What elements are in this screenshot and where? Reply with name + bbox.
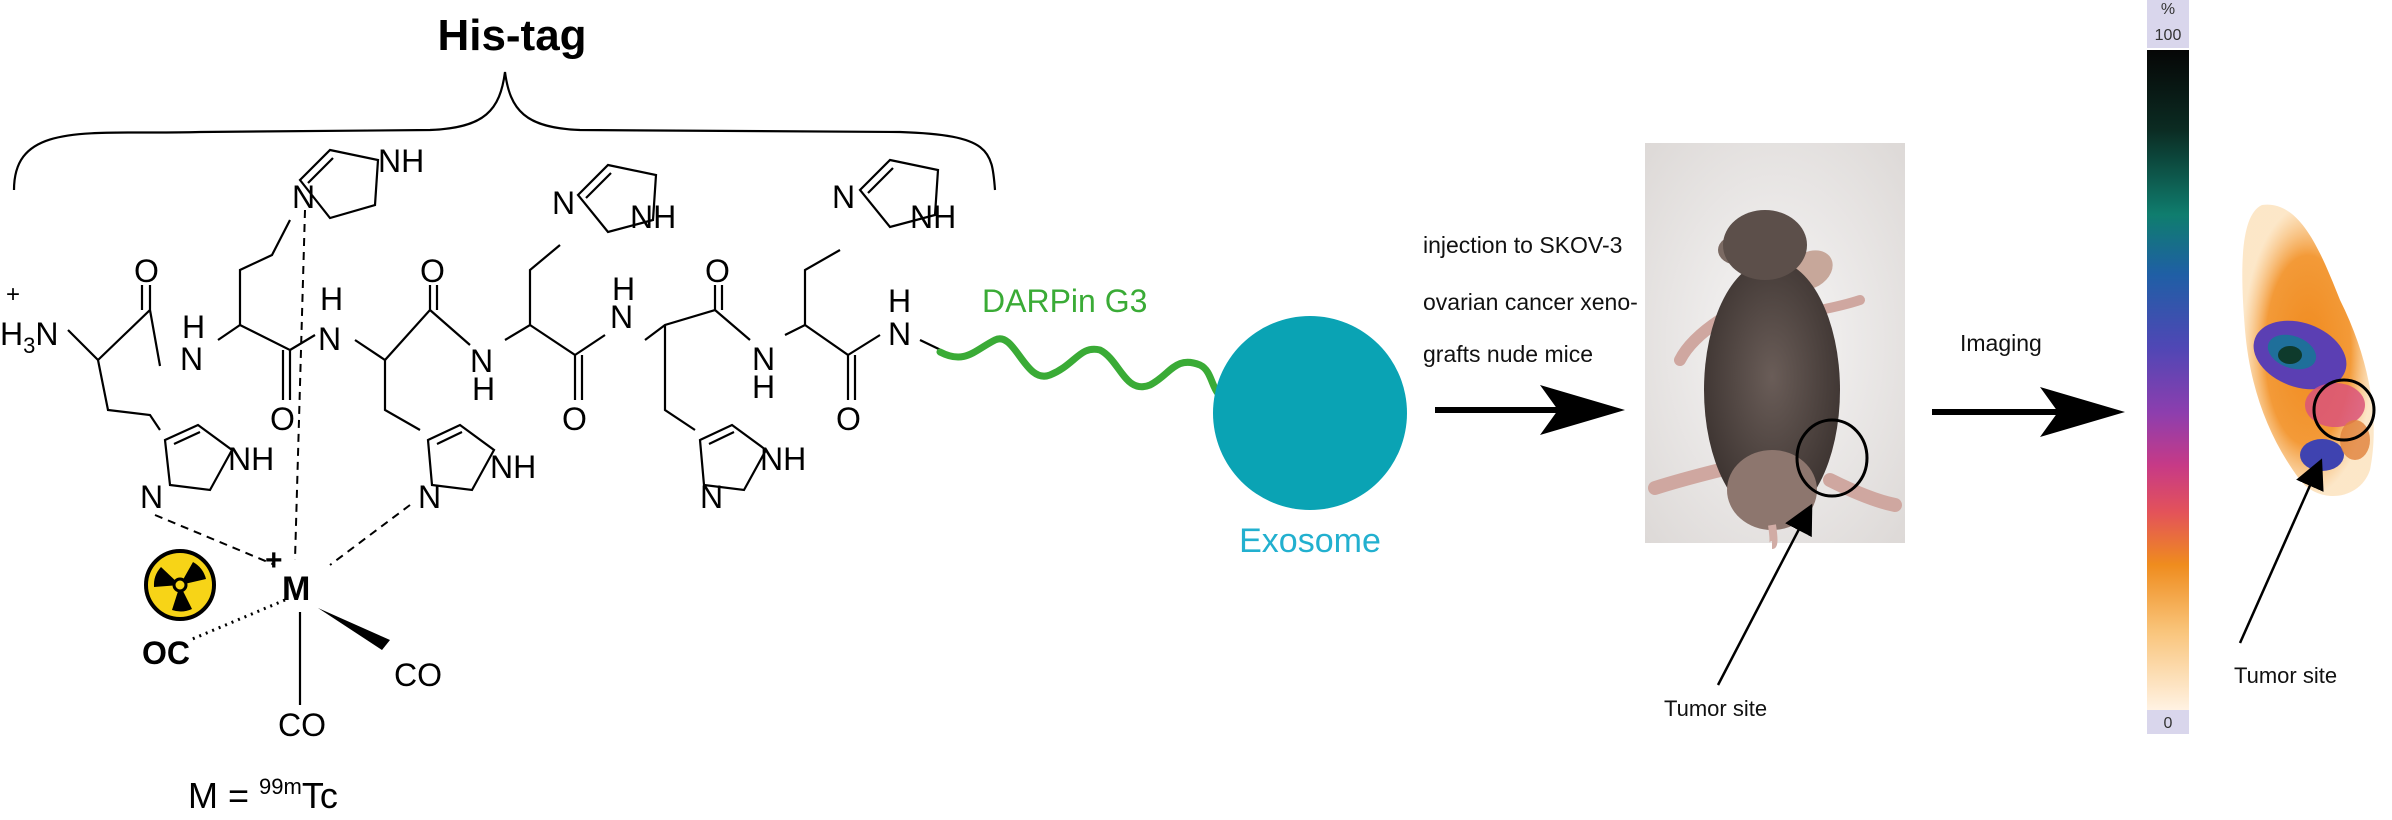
exosome-label: Exosome xyxy=(1239,522,1381,560)
ring-nh: NH xyxy=(760,441,806,477)
imaging-label: Imaging xyxy=(1960,330,2042,356)
metal-charge: + xyxy=(265,544,283,577)
ring-nh: NH xyxy=(490,449,536,485)
metal-definition: M = 99mTc xyxy=(188,774,338,816)
scale-unit: % xyxy=(2161,1,2175,18)
scale-min: 0 xyxy=(2164,715,2173,732)
metal-complex: M + OC CO CO xyxy=(142,209,442,743)
his-tag-label: His-tag xyxy=(437,11,586,60)
metal-atom: M xyxy=(282,570,310,608)
injection-text-line-3: grafts nude mice xyxy=(1423,341,1593,367)
amide-nh-1: N xyxy=(180,341,203,377)
amide-nh-2: N xyxy=(318,321,341,357)
radiation-hazard-icon xyxy=(144,549,216,621)
oxygen-atom: O xyxy=(836,401,861,437)
amine-group: H3N xyxy=(0,316,58,358)
peptide-backbone xyxy=(67,219,946,431)
process-arrow-1 xyxy=(1435,385,1625,435)
tumor-circle-photo xyxy=(1795,418,1869,498)
exosome-sphere xyxy=(1213,316,1407,510)
amide-h-4: H xyxy=(612,271,635,307)
ring-nh: NH xyxy=(228,441,274,477)
tumor-label-photo: Tumor site xyxy=(1664,696,1767,721)
oxygen-atom: O xyxy=(420,253,445,289)
darpin-label: DARPin G3 xyxy=(982,283,1147,319)
oxygen-atom: O xyxy=(705,253,730,289)
injection-text-line-2: ovarian cancer xeno- xyxy=(1423,289,1638,315)
amide-nh-6: N xyxy=(888,316,911,352)
amide-h-1: H xyxy=(182,309,205,345)
carbonyl-right: CO xyxy=(394,657,442,693)
tumor-label-scan: Tumor site xyxy=(2234,663,2337,688)
carbonyl-left: OC xyxy=(142,635,190,671)
intensity-color-scale xyxy=(2147,0,2189,734)
ring-nh: NH xyxy=(378,143,424,179)
oxygen-atom: O xyxy=(270,401,295,437)
scale-max: 100 xyxy=(2155,27,2182,44)
amide-nh-4: N xyxy=(610,299,633,335)
tumor-pointer-scan xyxy=(2238,458,2324,644)
amide-nh-3: N xyxy=(470,343,493,379)
ring-n: N xyxy=(552,185,575,221)
imidazole-rings xyxy=(163,148,940,492)
amide-h-2: H xyxy=(320,281,343,317)
ring-nh: NH xyxy=(630,199,676,235)
ring-n: N xyxy=(832,179,855,215)
ring-n: N xyxy=(292,179,315,215)
tumor-pointer-photo xyxy=(1716,503,1813,686)
amide-h-5: H xyxy=(752,369,775,405)
his-tag-brace xyxy=(12,71,997,191)
scintigraphy-image xyxy=(2242,204,2374,497)
ring-n: N xyxy=(418,479,441,515)
process-arrow-2 xyxy=(1932,387,2125,437)
amide-h-3: H xyxy=(472,371,495,407)
carbonyl-bottom: CO xyxy=(278,707,326,743)
ring-n: N xyxy=(700,479,723,515)
tumor-circle-scan xyxy=(2312,378,2376,442)
injection-text-line-1: injection to SKOV-3 xyxy=(1423,232,1622,258)
amide-nh-5: N xyxy=(752,341,775,377)
darpin-g3-linker xyxy=(936,335,1243,410)
amine-charge: + xyxy=(6,281,20,308)
ring-n: N xyxy=(140,479,163,515)
oxygen-atom: O xyxy=(562,401,587,437)
oxygen-atom: O xyxy=(134,253,159,289)
ring-nh: NH xyxy=(910,199,956,235)
mouse-photo xyxy=(1645,143,1905,549)
amide-h-6: H xyxy=(888,283,911,319)
